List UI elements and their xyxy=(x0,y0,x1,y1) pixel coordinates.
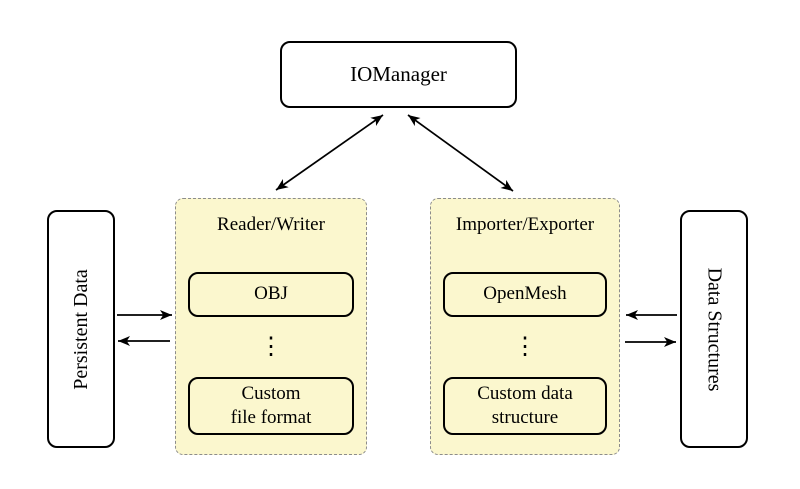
reader-writer-title: Reader/Writer xyxy=(217,214,325,235)
arrow-iomanager-reader-writer xyxy=(275,114,384,191)
data-structures-label: Data Structures xyxy=(703,267,726,391)
obj-label: OBJ xyxy=(254,283,288,305)
persistent-data-label: Persistent Data xyxy=(69,268,92,390)
importer-exporter-title: Importer/Exporter xyxy=(455,214,595,235)
node-custom-file-format: Custom file format xyxy=(188,377,354,435)
node-openmesh: OpenMesh xyxy=(443,272,607,317)
node-data-structures: Data Structures xyxy=(680,210,748,448)
custom-file-format-label: Custom file format xyxy=(230,382,312,428)
iomanager-label: IOManager xyxy=(350,62,447,86)
panel-reader-writer: Reader/Writer OBJ ⋮ Custom file format xyxy=(175,198,367,455)
node-custom-data-structure: Custom data structure xyxy=(443,377,607,435)
openmesh-label: OpenMesh xyxy=(483,283,567,305)
vertical-ellipsis-left: ⋮ xyxy=(259,334,283,360)
node-obj: OBJ xyxy=(188,272,354,317)
arrow-iomanager-importer-exporter xyxy=(407,114,514,192)
panel-importer-exporter: Importer/Exporter OpenMesh ⋮ Custom data… xyxy=(430,198,620,455)
vertical-ellipsis-right: ⋮ xyxy=(513,334,537,360)
custom-data-structure-label: Custom data structure xyxy=(477,382,573,428)
node-iomanager: IOManager xyxy=(280,41,517,108)
node-persistent-data: Persistent Data xyxy=(47,210,115,448)
